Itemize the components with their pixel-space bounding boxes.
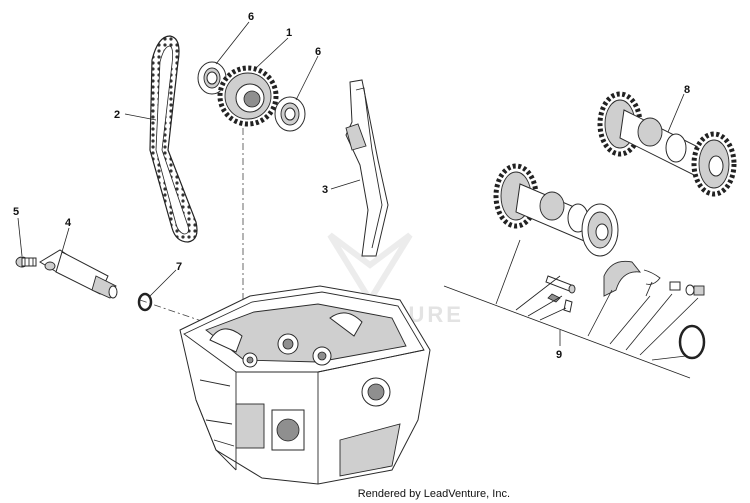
callout-leaders <box>17 21 685 297</box>
o-ring-small-part <box>137 292 153 312</box>
bolt-part <box>15 256 37 268</box>
render-credit: Rendered by LeadVenture, Inc. <box>357 488 510 500</box>
callout-2: 2 <box>114 109 120 121</box>
camshaft-upper-part <box>597 91 737 197</box>
callout-6-right: 6 <box>315 46 321 58</box>
bearing-right-part <box>274 96 306 132</box>
assembly-centerlines <box>139 128 244 329</box>
callout-labels: 1 2 3 4 5 6 6 7 8 9 <box>13 11 690 361</box>
cylinder-head-part <box>179 285 431 485</box>
chain-tensioner-part <box>39 249 118 299</box>
callout-3: 3 <box>322 184 328 196</box>
timing-chain-part <box>149 35 198 243</box>
kit-bracket <box>443 239 699 379</box>
callout-6-left: 6 <box>248 11 254 23</box>
decompressor-parts <box>545 260 706 360</box>
callout-1: 1 <box>286 27 292 39</box>
callout-7: 7 <box>176 261 182 273</box>
cam-sprocket-part <box>217 65 279 127</box>
callout-9: 9 <box>556 349 562 361</box>
chain-guide-part <box>345 79 389 257</box>
callout-4: 4 <box>65 217 72 229</box>
callout-5: 5 <box>13 206 19 218</box>
callout-8: 8 <box>684 84 690 96</box>
camshaft-lower-part <box>493 163 619 257</box>
bearing-left-part <box>197 61 227 95</box>
